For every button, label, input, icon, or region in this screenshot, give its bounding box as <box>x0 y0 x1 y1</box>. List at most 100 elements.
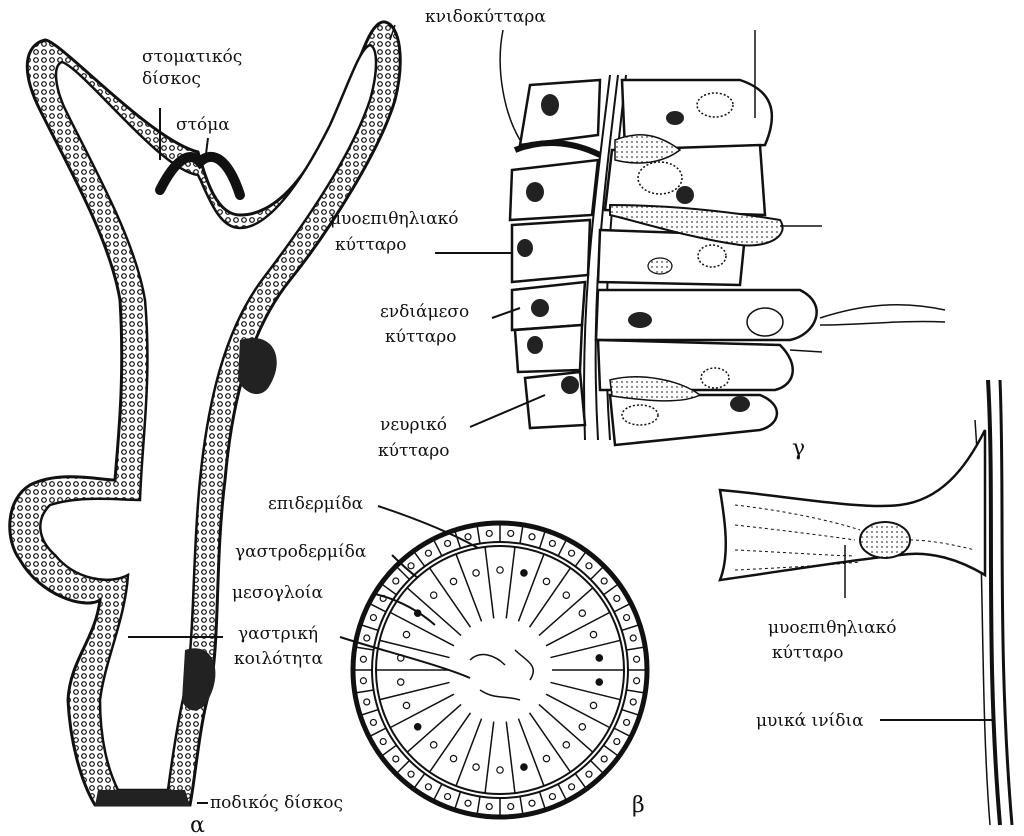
labels: στοματικός δίσκος στόμα κνιδοκύτταρα μυο… <box>142 7 896 836</box>
gastrodermis-cell-nucleus <box>578 609 587 617</box>
epidermis-cell-nucleus <box>622 613 631 622</box>
label-myika-inidia: μυικά ινίδια <box>756 711 864 731</box>
epidermis-cell-nucleus <box>632 677 641 685</box>
gastrodermis-cell-nucleus <box>589 630 598 639</box>
gastrodermis-cell-wall <box>406 587 462 637</box>
gastrodermis-cell-nucleus <box>589 701 598 710</box>
epidermis-cell-wall <box>476 525 481 544</box>
epidermis-cell-nucleus <box>379 737 387 746</box>
gastrodermis-cell-wall <box>455 718 483 787</box>
epidermis-cell-nucleus <box>407 562 415 570</box>
epidermis-cell-nucleus <box>507 529 515 538</box>
label-gastrodermida: γαστροδερμίδα <box>235 542 367 562</box>
label-endiameso-line1: ενδιάμεσο <box>380 302 469 322</box>
label-stomatikos-diskos-line1: στοματικός <box>142 47 242 67</box>
gastrodermis-cell-nucleus <box>429 741 438 749</box>
epidermis-cell-wall <box>603 744 619 757</box>
epidermis-cell-wall <box>538 791 546 810</box>
gastrodermis-cell-wall <box>379 639 450 659</box>
epidermis-cell-wall <box>396 759 411 774</box>
epidermis-cell-nucleus <box>443 539 452 548</box>
epidermis-cell-nucleus <box>485 529 493 538</box>
gastrodermis-cell-nucleus <box>520 763 528 771</box>
epidermis-cell-nucleus <box>424 549 433 557</box>
label-stomatikos-diskos-line2: δίσκος <box>142 69 201 89</box>
epidermis-cell-nucleus <box>424 783 433 791</box>
gastrodermis-cell-wall <box>505 721 516 794</box>
gastrodermis-cell-nucleus <box>402 630 411 639</box>
epidermis-cell-wall <box>621 708 640 716</box>
epidermis-cell-nucleus <box>632 655 641 663</box>
gastrodermis-cell-wall <box>389 611 455 647</box>
gastrodermis-cell-nucleus <box>562 591 571 599</box>
label-podikos-diskos: ποδικός δίσκος <box>210 793 343 813</box>
gastrodermis-cell-nucleus <box>396 678 405 686</box>
epidermis-cell-wall <box>613 727 631 737</box>
epidermis-cell-wall <box>574 551 587 567</box>
gastrodermis-cell-wall <box>550 639 621 659</box>
epidermis-cell-nucleus <box>369 613 378 622</box>
epidermis-cell-wall <box>613 603 631 613</box>
label-myoepithiliako-line2: κύτταρο <box>335 235 406 255</box>
epidermis-cell-nucleus <box>359 677 368 685</box>
panel-label-gamma: γ <box>792 436 805 461</box>
epidermis-cell-nucleus <box>600 755 608 763</box>
epidermis-cell-nucleus <box>443 792 452 801</box>
epidermis-cell-wall <box>574 773 587 789</box>
gastrodermis-cell-wall <box>428 567 472 628</box>
gastrodermis-cell-wall <box>538 587 594 637</box>
hydra-body-drawing <box>8 20 402 807</box>
epidermis-cell-wall <box>454 791 462 810</box>
gastrodermis-cell-wall <box>545 693 611 729</box>
gastrodermis-cells <box>376 546 624 794</box>
epidermis-cell-wall <box>360 708 379 716</box>
label-neuriko-line1: νευρικό <box>380 415 447 435</box>
gastrodermis-cell-wall <box>517 553 545 622</box>
gastrodermis-cell-wall <box>550 681 621 701</box>
epidermis-cell-wall <box>360 624 379 632</box>
label-mesogloia: μεσογλοία <box>232 583 324 603</box>
gastrodermis-cell-nucleus <box>429 591 438 599</box>
epidermis-cell-nucleus <box>464 799 472 807</box>
epidermis-cell-wall <box>413 773 426 789</box>
panel-label-beta: β <box>632 793 645 818</box>
gastrodermis-cell-wall <box>389 693 455 729</box>
epidermis-cell-wall <box>369 727 387 737</box>
epidermis-cell-wall <box>355 646 374 651</box>
epidermis-cell-nucleus <box>407 770 415 778</box>
gastrodermis-cell-nucleus <box>496 766 504 774</box>
gastrodermis-cell-nucleus <box>595 678 604 686</box>
epidermis-cell-nucleus <box>600 577 608 585</box>
panel-label-alpha: α <box>190 813 205 836</box>
epidermis-cell-wall <box>589 566 604 581</box>
gastrodermis-cell-nucleus <box>472 763 480 771</box>
gastrodermis-cell-nucleus <box>472 569 480 577</box>
gastrodermis-cell-wall <box>528 567 572 628</box>
epidermis-cell-nucleus <box>585 770 593 778</box>
label-myoepithiliako-line1: μυοεπιθηλιακό <box>330 209 458 229</box>
epidermis-cell-wall <box>621 624 640 632</box>
epidermis-cell-wall <box>413 551 426 567</box>
epidermis-cell-wall <box>369 603 387 613</box>
epidermis-cell-nucleus <box>464 533 472 541</box>
label-neuriko-line2: κύτταρο <box>378 441 449 461</box>
label-myoepithiliako-b-line2: κύτταρο <box>772 643 843 663</box>
epidermis-cell-wall <box>519 525 524 544</box>
label-myoepithiliako-b-line1: μυοεπιθηλιακό <box>768 618 896 638</box>
gastrodermis-cell-wall <box>505 546 516 619</box>
label-stoma: στόμα <box>176 115 230 135</box>
epidermis-cell-wall <box>557 539 567 557</box>
epidermis-cell-nucleus <box>363 634 371 642</box>
epidermis-cell-wall <box>589 759 604 774</box>
epidermis-cell-wall <box>381 583 397 596</box>
epidermis-cell-nucleus <box>528 533 536 541</box>
epidermis-cell-nucleus <box>585 562 593 570</box>
epidermis-cell-wall <box>626 646 645 651</box>
epidermis-cell-nucleus <box>363 698 371 706</box>
gastrodermis-cell-nucleus <box>542 754 551 763</box>
label-gastriki-line2: κοιλότητα <box>234 649 324 669</box>
gastrodermis-cell-nucleus <box>496 566 504 574</box>
gastrodermis-cell-nucleus <box>562 741 571 749</box>
epidermis-cell-wall <box>557 783 567 801</box>
